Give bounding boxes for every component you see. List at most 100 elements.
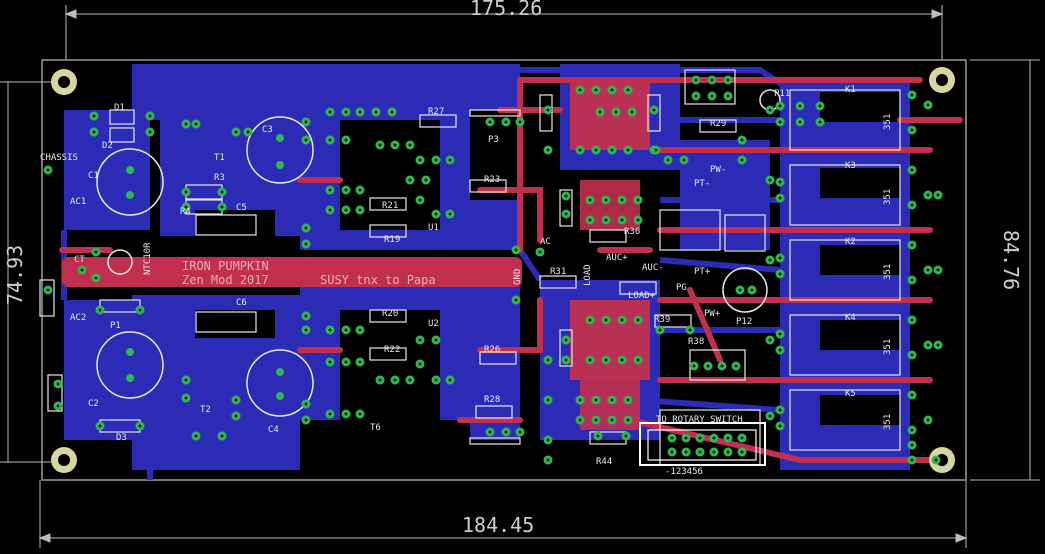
dimension-bottom: 184.45: [462, 513, 534, 537]
pad-hole: [358, 412, 362, 416]
relay-value-label: 351: [883, 414, 893, 430]
pad-hole: [604, 358, 608, 362]
pad-hole: [418, 198, 422, 202]
dimension-lines: [0, 5, 1040, 548]
pad-hole: [184, 396, 188, 400]
pad-hole: [652, 108, 656, 112]
pad-hole: [798, 120, 802, 124]
pad-hole: [596, 434, 600, 438]
pad-hole: [910, 278, 914, 282]
pad-hole: [94, 276, 98, 280]
pad-hole: [910, 393, 914, 397]
pad-hole: [46, 288, 50, 292]
pad-hole: [488, 430, 492, 434]
label-d1: D1: [114, 103, 125, 113]
pad-hole: [726, 94, 730, 98]
label-r27: R27: [428, 107, 444, 117]
pad-hole: [910, 428, 914, 432]
pad-hole: [184, 205, 188, 209]
pad-hole: [538, 250, 542, 254]
pad-hole: [514, 248, 518, 252]
label-t1: T1: [214, 153, 225, 163]
label-r19: R19: [384, 235, 400, 245]
dimension-right: 84.76: [999, 230, 1023, 290]
pad-hole: [910, 318, 914, 322]
pad-hole: [620, 318, 624, 322]
relay-value-label: 351: [883, 189, 893, 205]
pad-hole: [328, 188, 332, 192]
pad-hole: [578, 148, 582, 152]
pad-hole: [344, 138, 348, 142]
pad-hole: [768, 338, 772, 342]
pad-hole: [408, 178, 412, 182]
pad-hole: [910, 203, 914, 207]
pad-hole: [910, 243, 914, 247]
trimmer-p12: [722, 267, 768, 313]
pad-hole: [926, 418, 930, 422]
pad-hole: [778, 180, 782, 184]
pad-hole: [588, 318, 592, 322]
pad-hole: [624, 434, 628, 438]
pad-hole: [304, 226, 308, 230]
label-k4: K4: [845, 313, 856, 323]
label-chassis: CHASSIS: [40, 153, 78, 163]
pad-hole: [328, 412, 332, 416]
pad-hole: [344, 412, 348, 416]
board-title-line1: IRON PUMPKIN: [182, 259, 269, 273]
pad-hole: [304, 402, 308, 406]
pad-hole: [358, 188, 362, 192]
label-d2: D2: [102, 141, 113, 151]
label-r4: R4: [180, 207, 191, 217]
pad-hole: [706, 364, 710, 368]
pad-hole: [304, 314, 308, 318]
label-c4: C4: [268, 425, 279, 435]
label-load-plus: LOAD+: [628, 291, 656, 301]
pad-hole: [408, 143, 412, 147]
pad-hole: [768, 108, 772, 112]
label-k1: K1: [845, 85, 856, 95]
label-r39: R39: [654, 315, 670, 325]
pad-hole: [610, 398, 614, 402]
pad-hole: [234, 398, 238, 402]
dimension-top: 175.26: [470, 0, 542, 20]
pad-hole: [610, 88, 614, 92]
pad-hole: [778, 272, 782, 276]
pad-hole: [424, 178, 428, 182]
label-r44: R44: [596, 457, 612, 467]
pad-hole: [740, 450, 744, 454]
label-t2: T2: [200, 405, 211, 415]
pad-hole: [304, 138, 308, 142]
pad-hole: [546, 358, 550, 362]
pad-hole: [726, 436, 730, 440]
pad-hole: [138, 424, 142, 428]
pad-hole: [778, 256, 782, 260]
pad-hole: [304, 242, 308, 246]
label-p1: P1: [110, 321, 121, 331]
label-r36: R36: [624, 227, 640, 237]
pad-hole: [588, 218, 592, 222]
label-c6: C6: [236, 298, 247, 308]
pad-hole: [564, 194, 568, 198]
board-title-line2: Zen Mod 2017: [182, 273, 269, 287]
pad-hole: [798, 104, 802, 108]
pad-hole: [750, 288, 754, 292]
pad-hole: [148, 114, 152, 118]
label-ac2: AC2: [70, 313, 86, 323]
pad-hole: [926, 193, 930, 197]
pad-hole: [684, 436, 688, 440]
pad-hole: [358, 110, 362, 114]
pad-hole: [92, 114, 96, 118]
label-pt-minus: PT-: [694, 179, 710, 189]
pad-hole: [344, 110, 348, 114]
pad-hole: [94, 250, 98, 254]
pad-hole: [98, 424, 102, 428]
pad-hole: [726, 78, 730, 82]
pad-hole: [698, 436, 702, 440]
pad-hole: [910, 128, 914, 132]
pad-hole: [936, 343, 940, 347]
pad-hole: [738, 288, 742, 292]
pad-hole: [694, 78, 698, 82]
label-ct: CT: [74, 255, 85, 265]
label-k3: K3: [845, 161, 856, 171]
